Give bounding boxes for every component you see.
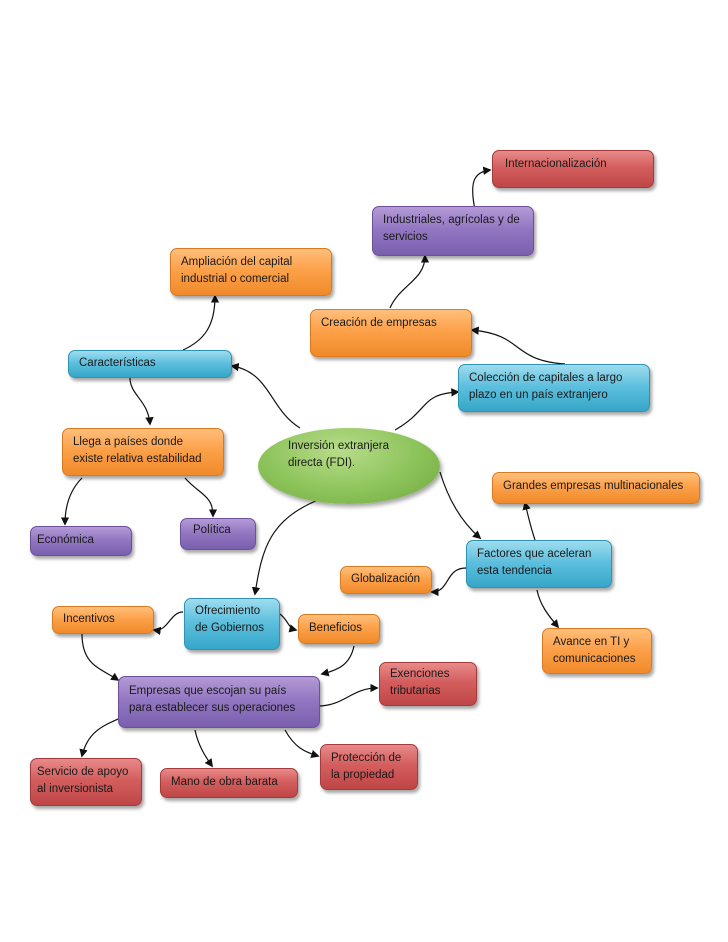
node-ofrecimiento: Ofrecimiento de Gobiernos (184, 598, 280, 650)
edge-center-factores (439, 471, 482, 540)
edge-caracteristicas-ampliacion (182, 294, 220, 351)
edge-center-caracteristicas (230, 362, 301, 429)
node-llega-paises: Llega a países donde existe relativa est… (62, 428, 224, 476)
node-politica: Política (180, 518, 256, 550)
edge-coleccion-creacion (470, 326, 566, 365)
central-node-fdi: Inversión extranjera directa (FDI). (258, 428, 440, 504)
node-economica: Económica (30, 526, 132, 556)
edge-center-ofrecimiento (251, 499, 319, 596)
node-mano-obra: Mano de obra barata (160, 768, 298, 798)
node-internacionalizacion: Internacionalización (492, 150, 654, 188)
edge-empresas-mano (194, 729, 213, 768)
edge-llega-politica (184, 477, 218, 518)
node-incentivos: Incentivos (52, 606, 154, 634)
node-globalizacion: Globalización (340, 566, 432, 594)
node-avance-ti: Avance en TI y comunicaciones (542, 628, 652, 674)
edge-empresas-proteccion (284, 729, 320, 759)
node-empresas-escojan: Empresas que escojan su país para establ… (118, 676, 320, 728)
node-servicio-apoyo: Servicio de apoyo al inversionista (30, 758, 142, 806)
edge-beneficios-empresas (320, 645, 355, 677)
edge-ofrecimiento-incentivos (152, 611, 184, 636)
edge-center-coleccion (394, 388, 460, 431)
edge-incentivos-empresas (81, 633, 120, 681)
edge-caracteristicas-llega (129, 377, 154, 426)
edge-factores-avance (536, 589, 560, 629)
central-node-line2: directa (FDI). (288, 457, 356, 469)
central-node-line1: Inversión extranjera (288, 440, 389, 452)
node-exenciones: Exenciones tributarias (379, 662, 477, 706)
edge-industriales-internacionalizacion (472, 166, 492, 211)
node-caracteristicas: Características (68, 350, 232, 378)
edge-creacion-industriales (389, 254, 430, 309)
node-grandes-empresas: Grandes empresas multinacionales (492, 472, 700, 504)
node-beneficios: Beneficios (298, 614, 380, 644)
node-coleccion-capitales: Colección de capitales a largo plazo en … (458, 364, 650, 412)
node-ampliacion: Ampliación del capital industrial o come… (170, 248, 332, 296)
edge-factores-grandes (522, 501, 536, 541)
node-proteccion: Protección de la propiedad (320, 744, 418, 790)
node-creacion-empresas: Creación de empresas (310, 309, 472, 357)
node-factores: Factores que aceleran esta tendencia (466, 540, 612, 588)
edge-empresas-exenciones (319, 683, 379, 707)
edge-llega-economica (60, 477, 83, 526)
edge-factores-globalizacion (430, 567, 467, 597)
node-industriales: Industriales, agrícolas y de servicios (372, 206, 534, 256)
edge-ofrecimiento-beneficios (279, 613, 298, 633)
